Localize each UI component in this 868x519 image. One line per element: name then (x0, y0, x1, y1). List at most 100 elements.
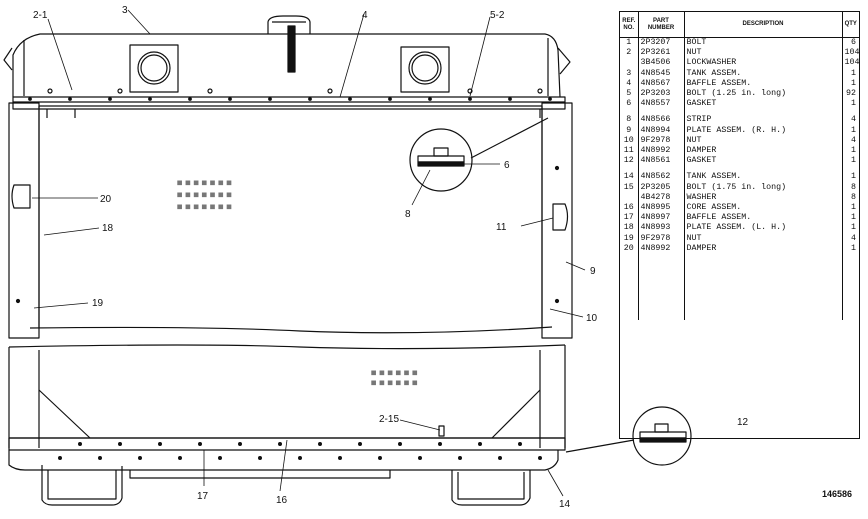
part-number-cell: 4N8561 (638, 156, 685, 167)
ref-no-cell: 19 (620, 233, 639, 244)
callout-20: 20 (100, 194, 112, 205)
description-cell: NUT (684, 233, 843, 244)
upper-baffle-assembly (12, 88, 566, 118)
part-number-cell: 4N8993 (638, 223, 685, 234)
ref-no-cell (620, 58, 639, 69)
callout-12: 12 (737, 417, 749, 428)
qty-cell: 6 (851, 38, 856, 47)
callout-4: 4 (362, 10, 368, 21)
callout-18: 18 (102, 223, 114, 234)
callout-19: 19 (92, 298, 104, 309)
callout-labels: 2-1 3 4 5-2 6 8 20 18 11 9 19 10 12 2-15… (33, 5, 852, 510)
header-qty: QTY (842, 12, 859, 38)
qty-cell: 4 (851, 233, 856, 243)
callout-3: 3 (122, 5, 128, 16)
part-number-cell: 9F2978 (638, 233, 685, 244)
callout-11: 11 (496, 222, 507, 233)
qty-cell: 1 (851, 125, 856, 135)
description-cell: TANK ASSEM. (684, 172, 843, 183)
part-number-cell: 2P3205 (638, 182, 685, 193)
description-cell: BAFFLE ASSEM. (684, 78, 843, 90)
description-cell: BOLT (1.75 in. long) (684, 182, 843, 193)
description-cell: CORE ASSEM. (684, 203, 843, 214)
callout-9: 9 (590, 266, 596, 277)
callout-16: 16 (276, 495, 288, 506)
part-number-cell: 4B4278 (638, 192, 685, 204)
ref-no-cell: 3 (620, 68, 639, 79)
description-cell: GASKET (684, 156, 843, 167)
header-part-number: PART NUMBER (638, 12, 685, 38)
qty-cell: 1 (851, 68, 856, 78)
part-number-cell: 4N8992 (638, 146, 685, 157)
ref-no-cell: 6 (620, 99, 639, 110)
part-number-cell: 9F2978 (638, 135, 685, 147)
ref-no-cell: 11 (620, 146, 639, 157)
svg-text:▪▪▪▪▪▪▪: ▪▪▪▪▪▪▪ (176, 199, 234, 213)
upper-tank (3, 15, 571, 98)
core-lower (8, 344, 566, 448)
part-number-cell: 2P3203 (638, 89, 685, 100)
description-cell: BAFFLE ASSEM. (684, 213, 843, 224)
part-number-cell: 4N8566 (638, 115, 685, 126)
callout-8: 8 (405, 209, 411, 220)
ref-no-cell: 18 (620, 223, 639, 234)
part-number-cell: 4N8992 (638, 243, 685, 255)
description-cell: TANK ASSEM. (684, 68, 843, 79)
description-cell: NUT (684, 48, 843, 59)
qty-cell: 104 (844, 48, 860, 58)
part-number-cell: 4N8545 (638, 68, 685, 79)
qty-cell: 1 (851, 78, 856, 88)
ref-no-cell: 4 (620, 78, 639, 90)
svg-text:▪▪▪▪▪▪: ▪▪▪▪▪▪ (370, 375, 419, 389)
detail-circle-gasket-6 (409, 117, 549, 192)
header-ref-no: REF. NO. (620, 12, 639, 38)
table-spacer (620, 166, 859, 173)
lower-tank (8, 425, 566, 506)
callout-6: 6 (504, 160, 510, 171)
qty-cell: 8 (851, 182, 856, 192)
ref-no-cell: 10 (620, 135, 639, 147)
callout-14: 14 (559, 499, 571, 510)
qty-cell: 4 (851, 135, 856, 145)
header-description: DESCRIPTION (684, 12, 843, 38)
description-cell: BOLT (1.25 in. long) (684, 89, 843, 100)
callout-17: 17 (197, 491, 209, 502)
ref-no-cell: 12 (620, 156, 639, 167)
ref-no-cell: 16 (620, 203, 639, 214)
description-cell: NUT (684, 135, 843, 147)
qty-cell: 92 (846, 89, 856, 99)
ref-no-cell: 17 (620, 213, 639, 224)
callout-5-2: 5-2 (490, 10, 505, 21)
qty-cell: 8 (851, 192, 856, 202)
callout-2-15: 2-15 (379, 414, 399, 425)
part-number-cell: 4N8557 (638, 99, 685, 110)
part-number-cell: 3B4506 (638, 58, 685, 69)
description-cell: GASKET (684, 99, 843, 110)
callout-2-1: 2-1 (33, 10, 48, 21)
description-cell: DAMPER (684, 243, 843, 255)
ref-no-cell: 14 (620, 172, 639, 183)
core-stencil-marks: ▪▪▪▪▪▪▪ ▪▪▪▪▪▪▪ ▪▪▪▪▪▪▪ ▪▪▪▪▪▪ ▪▪▪▪▪▪ (176, 175, 419, 389)
description-cell: PLATE ASSEM. (L. H.) (684, 223, 843, 234)
parts-list-header: REF. NO. PART NUMBER DESCRIPTION QTY (620, 12, 859, 38)
table-spacer (620, 109, 859, 116)
ref-no-cell: 15 (620, 182, 639, 193)
ref-no-cell: 8 (620, 115, 639, 126)
